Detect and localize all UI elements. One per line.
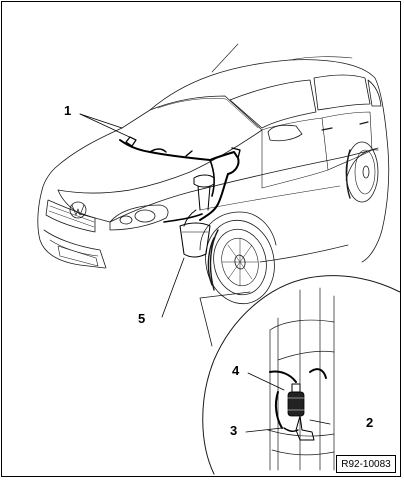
car-body-outline — [37, 43, 390, 269]
leader-1a — [79, 113, 123, 129]
figure-reference-code: R92-10083 — [336, 455, 396, 473]
front-wheel — [205, 219, 275, 305]
leader-4 — [247, 372, 285, 391]
callout-4: 4 — [232, 363, 240, 378]
leader-lines — [79, 113, 331, 433]
washer-hoses — [119, 136, 241, 223]
leader-2 — [309, 419, 331, 425]
callout-5: 5 — [138, 311, 146, 326]
callout-1: 1 — [64, 103, 72, 118]
leader-5 — [161, 257, 185, 318]
leader-1b — [79, 113, 137, 141]
callout-2: 2 — [366, 415, 374, 430]
washer-reservoir — [179, 174, 215, 258]
rear-wheel — [345, 141, 379, 203]
callout-3: 3 — [230, 423, 238, 438]
detail-inset — [199, 275, 401, 475]
leader-3 — [245, 427, 283, 433]
